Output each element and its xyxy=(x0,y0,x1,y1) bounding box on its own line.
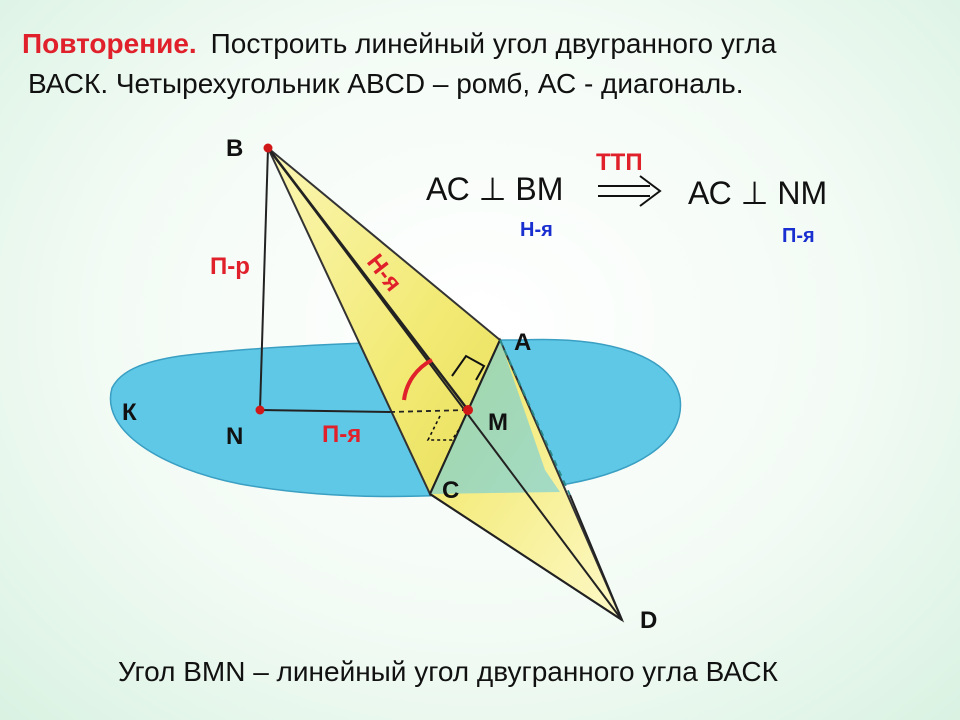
point-n xyxy=(255,405,265,415)
implies-arrow-icon xyxy=(598,175,662,207)
right-angle-mark-bm xyxy=(451,354,486,381)
edge-bm xyxy=(267,147,469,411)
segment-nm xyxy=(259,409,391,413)
task-text-1: Построить линейный угол двугранного угла xyxy=(210,28,777,59)
title-line-1: Повторение. Построить линейный угол двугр… xyxy=(22,28,776,60)
task-text-2: ВАСК. Четырехугольник ABCD – ромб, АС - … xyxy=(28,68,744,99)
plane-overlap xyxy=(430,340,560,494)
label-a: A xyxy=(514,329,531,356)
label-n: N xyxy=(226,423,243,450)
formula-left-note: Н-я xyxy=(520,219,553,241)
point-b xyxy=(263,143,273,153)
conclusion-text: Угол BMN – линейный угол двугранного угл… xyxy=(118,656,778,687)
label-d: D xyxy=(640,607,657,634)
edge-cd xyxy=(429,493,623,621)
edge-ac xyxy=(429,339,501,495)
label-m: M xyxy=(488,409,508,436)
formula-left: АС ⊥ ВМ xyxy=(426,171,563,207)
label-projection: П-я xyxy=(322,421,361,448)
formula-right: АС ⊥ NM xyxy=(688,175,827,211)
label-b: B xyxy=(226,135,243,162)
label-c: C xyxy=(442,477,459,504)
segment-nm-dashed xyxy=(389,409,469,413)
label-plane-k: К xyxy=(122,399,137,426)
repeat-label: Повторение. xyxy=(22,28,197,59)
point-m xyxy=(463,405,473,415)
label-perpendicular: П-р xyxy=(210,253,250,280)
edge-ad xyxy=(569,494,623,621)
right-angle-mark-nm xyxy=(426,415,461,441)
theorem-label: ТТП xyxy=(596,149,643,176)
segment-bn xyxy=(259,147,269,411)
formula-right-note: П-я xyxy=(782,225,815,247)
angle-arc-bmn xyxy=(402,358,433,401)
